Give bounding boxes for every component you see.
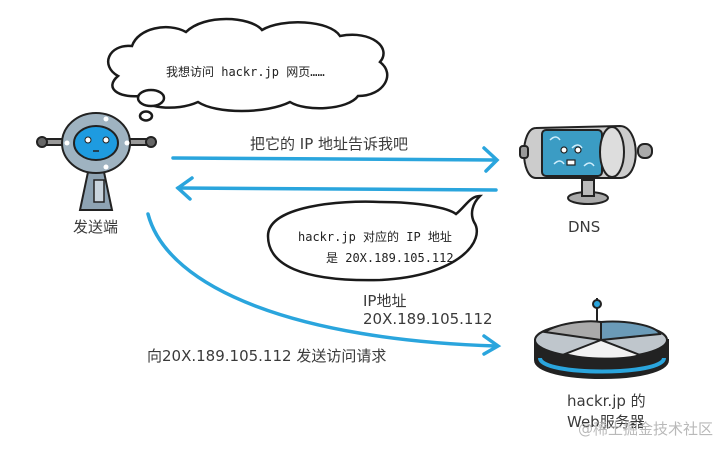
arrow-request-dns-head: [482, 146, 500, 173]
ip-result-line2: 20X.189.105.112: [363, 310, 493, 328]
dns-bubble-line1: hackr.jp 对应的 IP 地址: [298, 230, 452, 244]
ip-result-line1: IP地址: [363, 292, 407, 310]
watermark: @稀土掘金技术社区: [578, 420, 714, 438]
thought-bubble-text: 我想访问 hackr.jp 网页……: [166, 65, 325, 79]
thought-bubble: [107, 17, 389, 122]
sender-label: 发送端: [73, 218, 119, 236]
dns-label: DNS: [568, 218, 601, 236]
web-server-label-line2: Web服务器: [567, 413, 645, 431]
arrow-response-dns-head: [175, 176, 194, 201]
request-web-label: 向20X.189.105.112 发送访问请求: [147, 347, 387, 365]
web-server-icon: [534, 298, 669, 379]
arrow-request-web: [146, 212, 498, 348]
arrow-request-web-head: [482, 334, 502, 356]
dns-server-icon: [519, 124, 653, 205]
dns-bubble-line2: 是 20X.189.105.112: [326, 251, 454, 265]
robot-icon: [36, 112, 157, 211]
arrow-response-dns: [176, 186, 498, 192]
request-dns-label: 把它的 IP 地址告诉我吧: [250, 135, 409, 153]
dns-speech-bubble: [266, 194, 484, 282]
arrows: [146, 146, 502, 356]
web-server-label-line1: hackr.jp 的: [567, 392, 646, 410]
arrow-request-dns: [171, 156, 497, 162]
